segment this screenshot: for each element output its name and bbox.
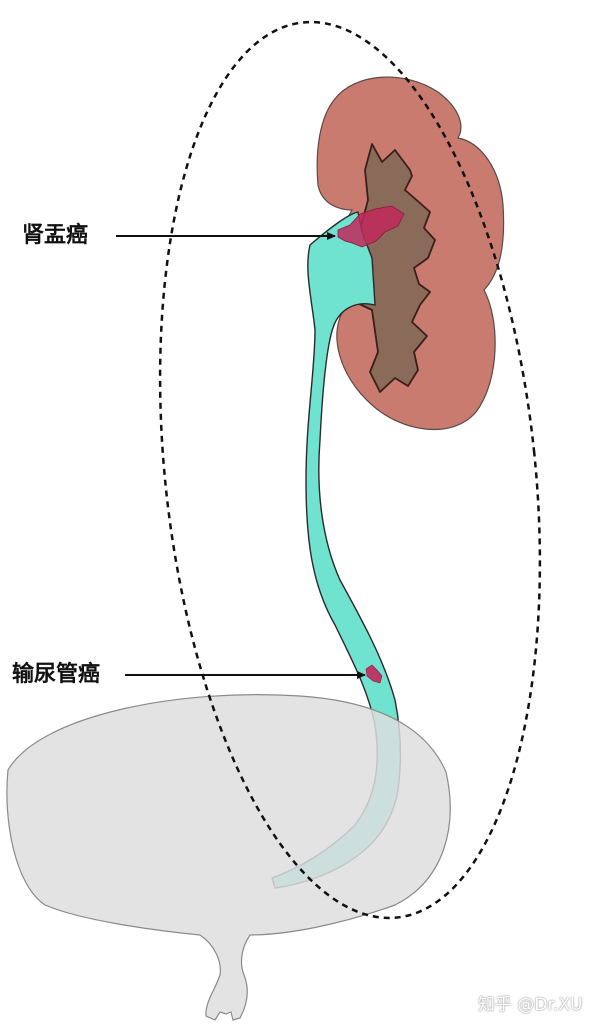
ureter-cancer-label: 输尿管癌: [12, 662, 101, 687]
bladder: [6, 694, 451, 1021]
ureter-tumor: [365, 664, 383, 684]
watermark: 知乎 @Dr.XU: [478, 995, 583, 1015]
renal-pelvis-tumor: [337, 205, 405, 248]
upper-tract-boundary: [158, 20, 542, 920]
renal-pelvis-cancer-label: 肾盂癌: [22, 223, 89, 248]
